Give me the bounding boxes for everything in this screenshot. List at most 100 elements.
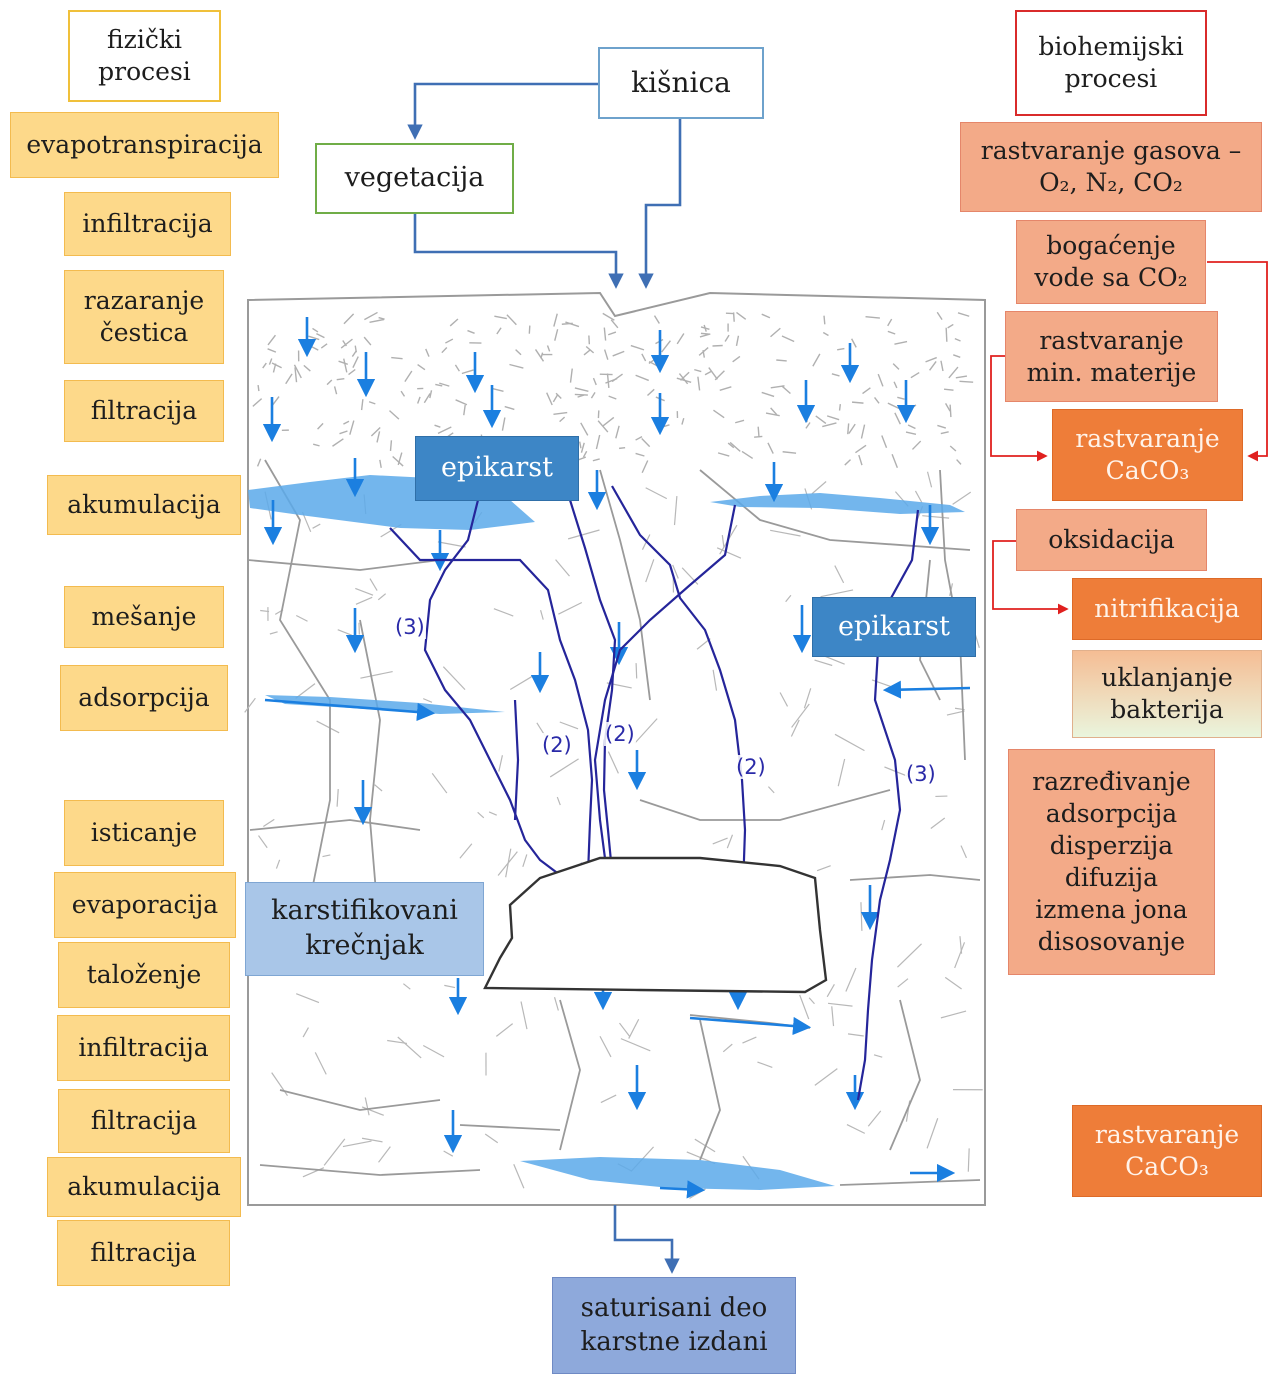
soil-hatch [602,312,615,321]
fissure-short [296,993,320,1004]
flow-label-3-right: (3) [905,762,937,786]
soil-hatch [256,458,262,467]
soil-hatch [435,383,443,387]
soil-hatch [392,455,404,467]
fissure-short [477,811,485,819]
soil-hatch [565,321,580,328]
fissure-short [922,515,950,519]
minerals-to-caco3-arrow [990,355,1048,462]
soil-hatch [492,387,504,393]
oxidation-box: oksidacija [1016,509,1207,571]
flow-label-2-b: (2) [604,722,636,746]
soil-hatch [937,424,947,429]
fissure-short [873,1054,883,1058]
soil-hatch [343,313,355,325]
fissure-short [712,669,718,691]
fissure-short [459,843,473,859]
saturated-zone-line-1: saturisani deo [580,1293,768,1324]
fissure-short [952,491,972,505]
soil-hatch [528,325,531,334]
fissure-short [444,984,456,989]
soil-hatch [389,410,400,420]
soil-hatch [574,387,589,393]
soil-hatch [781,385,791,395]
physical-process-box: filtracija [58,1089,230,1153]
caco3-dissolution-box: rastvaranje CaCO₃ [1052,409,1243,501]
fissure-short [757,1061,773,1068]
soil-hatch [615,425,620,439]
fissure-long [249,819,421,831]
fissure-short [275,859,281,869]
soil-hatch [761,313,771,319]
fissure-short [559,721,579,730]
fissure-short [645,559,655,583]
soil-hatch [351,350,357,357]
fissure-short [716,547,742,559]
conduit-path-2-a [389,527,597,879]
fissure-short [323,1138,346,1166]
soil-hatch [376,431,381,443]
soil-hatch [635,374,649,382]
soil-hatch [534,349,545,362]
reaction-arrows [990,261,1268,615]
soil-hatch [454,364,460,372]
physical-process-box: akumulacija [47,475,241,535]
co2-enrichment-line-2: vode sa CO₂ [1034,263,1188,292]
soil-hatch [822,422,837,428]
soil-hatch [339,430,348,435]
fissure-short [316,720,340,734]
fissure-long [279,1089,441,1111]
flow-label-3-left: (3) [394,615,426,639]
soil-hatch [494,315,507,320]
physical-process-box: filtracija [57,1220,230,1286]
fissure-short [263,818,275,828]
fissure-short [539,610,544,620]
soil-hatch [619,447,626,450]
fissure-short [940,1010,967,1019]
fissure-long [919,559,941,701]
vegetation-label: vegetacija [344,162,485,194]
fissure-short [599,1035,612,1058]
soil-hatch [850,338,857,348]
bacteria-removal-box: uklanjanje bakterija [1072,650,1262,738]
fissure-short [555,559,570,577]
soil-hatch [831,373,840,377]
soil-hatch [735,419,745,424]
soil-hatch [881,435,888,448]
fissure-short [837,758,846,787]
mineral-dissolution-box: rastvaranje min. materije [1005,311,1218,402]
soil-hatch [417,363,426,371]
physical-process-box: evapotranspiracija [10,112,279,178]
soil-hatch [873,397,880,404]
soil-hatch [579,441,582,449]
physical-process-label: isticanje [90,818,198,847]
soil-hatch [317,422,324,430]
soil-hatch [252,398,263,407]
soil-hatch [947,323,954,329]
fissure-short [946,710,965,716]
fissure-short [712,837,728,845]
soil-hatch [641,353,647,362]
karstified-limestone-box: karstifikovani krečnjak [245,882,484,976]
fissure-short [295,614,308,622]
soil-hatch [602,416,615,427]
soil-hatch [676,333,685,345]
physical-process-label: akumulacija [67,1172,221,1201]
fissure-short [721,535,725,548]
soil-hatch [653,315,660,324]
fissure-short [930,817,946,829]
physical-process-box: infiltracija [57,1015,230,1081]
nitrification-label: nitrifikacija [1094,594,1240,623]
fissure-short [258,835,268,849]
fissure-short [497,851,518,876]
fissure-short [342,1140,372,1148]
soil-hatch [590,391,596,399]
soil-hatch [501,417,506,431]
biochemical-processes-header: biohemijski procesi [1015,10,1207,116]
fissure-short [673,496,678,526]
soil-hatch [826,415,840,421]
soil-hatch [467,329,475,334]
rain-to-vegetation-arrow [407,82,598,140]
nitrification-box: nitrifikacija [1072,578,1262,640]
soil-hatch [612,350,625,357]
